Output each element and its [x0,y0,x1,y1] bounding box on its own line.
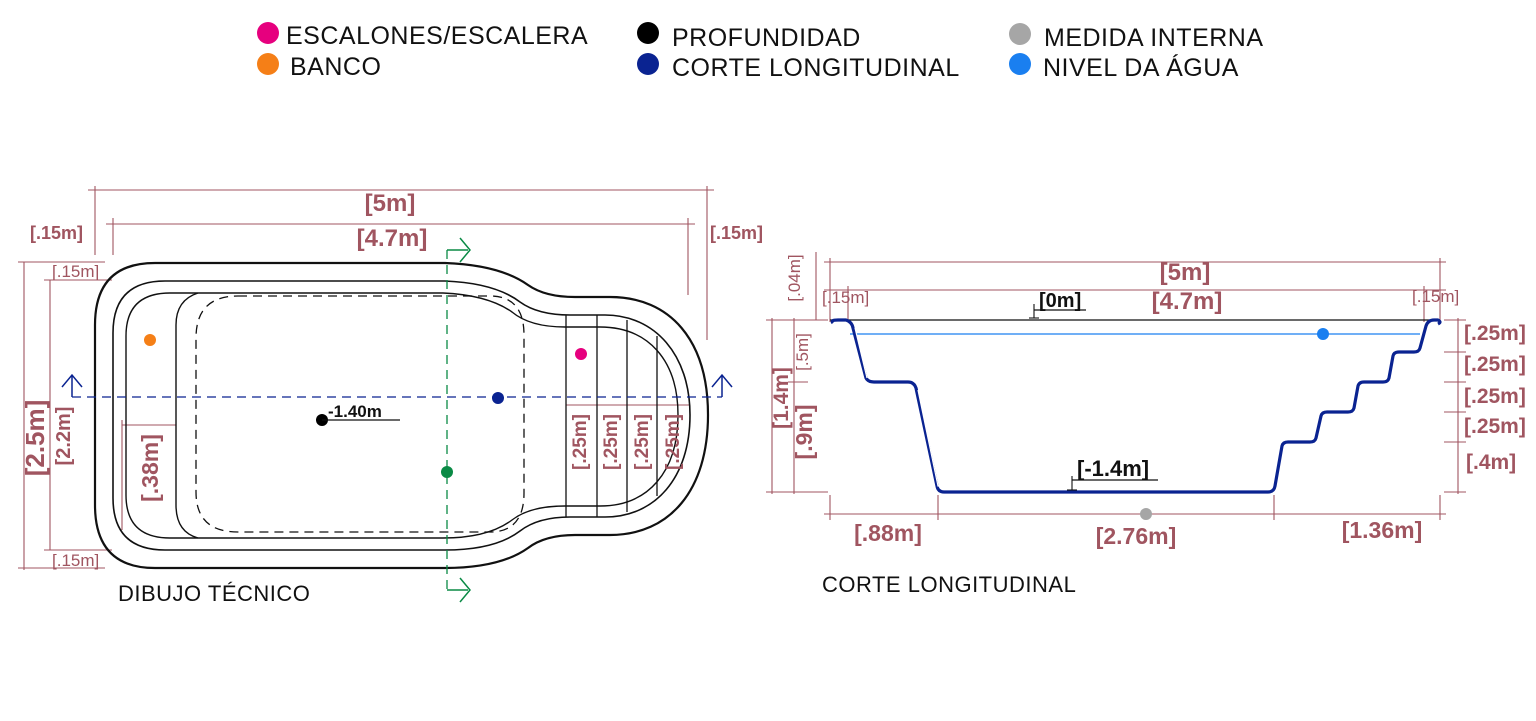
plan-edge-right: [.15m] [710,223,763,243]
legend-dot-escalones [257,22,279,44]
section-left-slope: [.88m] [854,520,922,546]
legend-label-corte: CORTE LONGITUDINAL [672,54,960,82]
plan-inner-width: [2.2m] [53,407,75,466]
plan-dimension-lines [18,186,714,570]
plan-total-width: [2.5m] [20,400,50,477]
legend-dot-banco [257,53,279,75]
legend-label-profundidad: PROFUNDIDAD [672,24,861,52]
plan-bench-width: [.38m] [137,434,163,502]
section-caption: CORTE LONGITUDINAL [822,572,1076,597]
plan-inner-outline [112,280,691,551]
transverse-cut-line [446,237,471,603]
zero-level-label: [0m] [1039,290,1081,312]
section-total-depth: [1.4m] [770,367,793,429]
plan-step-1: [.25m] [570,414,591,470]
section-rim-height: [.04m] [785,254,804,301]
section-edge-right: [.15m] [1412,287,1459,306]
section-total-length: [5m] [1160,259,1211,286]
section-rise-3: [.25m] [1464,385,1526,408]
legend-label-banco: BANCO [290,53,381,81]
longitudinal-cut-line [61,373,733,398]
section-inner-length: [4.7m] [1152,288,1223,315]
zero-level-marker: [0m] [1029,290,1086,319]
plan-outer-outline [93,261,710,570]
plan-total-length: [5m] [365,190,416,217]
section-right-steps: [1.36m] [1342,517,1423,543]
steps-marker [575,348,587,360]
section-rise-5: [.4m] [1466,451,1516,474]
plan-step-4: [.25m] [663,414,684,470]
cut-marker [492,392,504,404]
bottom-level-label: [-1.4m] [1077,456,1149,481]
legend-dot-profundidad [637,22,659,44]
plan-caption: DIBUJO TÉCNICO [118,581,310,606]
plan-steps [565,315,658,517]
legend-dot-corte [637,53,659,75]
section-rise-4: [.25m] [1464,415,1526,438]
section-view: [0m] [-1.4m] [5m] [4.7m] [.15m] [.15m] [… [766,252,1526,597]
plan-step-3: [.25m] [632,414,653,470]
plan-floor-dashed [195,295,525,533]
section-dimension-lines [766,252,1466,520]
bottom-level-marker: [-1.4m] [1067,456,1158,491]
section-lower-depth: [.9m] [791,405,817,460]
legend-dot-medida [1009,23,1031,45]
inner-measure-marker [1140,508,1152,520]
plan-depth-label: -1.40m [328,402,382,421]
plan-bench-edge [175,292,199,539]
plan-step-2: [.25m] [601,414,622,470]
section-rise-1: [.25m] [1464,322,1526,345]
section-water-height: [.5m] [793,333,812,371]
legend-label-medida: MEDIDA INTERNA [1044,24,1264,52]
section-floor-length: [2.76m] [1096,523,1177,549]
plan-inner-length: [4.7m] [357,225,428,252]
legend: ESCALONES/ESCALERA BANCO PROFUNDIDAD COR… [257,22,1264,82]
plan-edge-top: [.15m] [52,262,99,281]
plan-pool-wall [125,292,679,539]
section-pool-profile [830,318,1442,494]
legend-label-nivel: NIVEL DA ÁGUA [1043,53,1239,82]
legend-label-escalones: ESCALONES/ESCALERA [286,22,588,50]
bench-marker [144,334,156,346]
legend-dot-nivel [1009,53,1031,75]
plan-edge-left: [.15m] [30,223,83,243]
transverse-marker [441,466,453,478]
plan-edge-bottom: [.15m] [52,551,99,570]
plan-view: -1.40m [5m] [4.7m] [.15m] [.15m] [.15m] … [18,186,763,606]
water-level-marker [1317,328,1329,340]
section-edge-left: [.15m] [822,288,869,307]
section-rise-2: [.25m] [1464,353,1526,376]
